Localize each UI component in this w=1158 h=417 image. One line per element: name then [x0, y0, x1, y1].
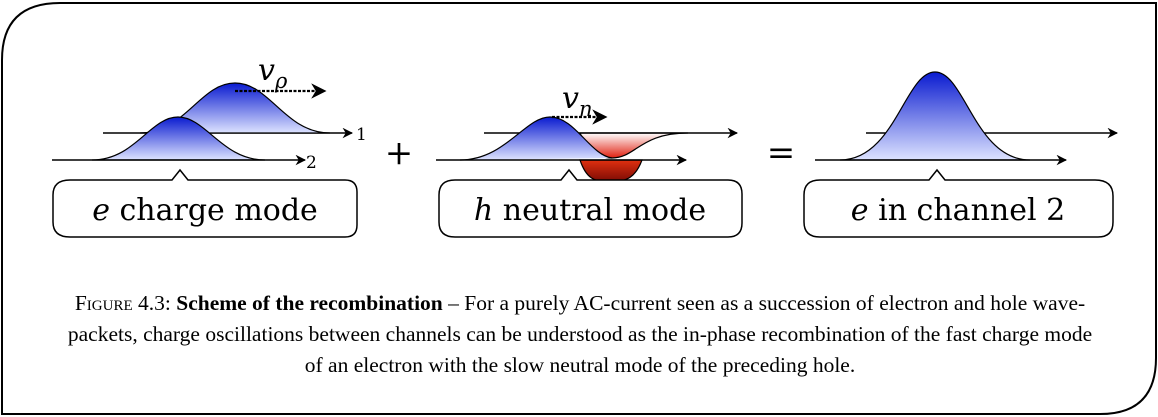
neutral-mode-label-box — [438, 168, 743, 238]
result-electron-packet — [839, 71, 1031, 161]
caption-text: For a purely AC-current seen as a succes… — [67, 291, 1093, 377]
charge-velocity-label: vρ — [258, 53, 288, 93]
caption-label: Figure 4.3: — [74, 291, 171, 315]
charge-mode-panel: 1 2 vρ e charge mode — [52, 53, 367, 238]
equals-operator: = — [767, 133, 796, 173]
channel-1-label: 1 — [356, 125, 367, 145]
hole-packet-channel-2 — [579, 159, 643, 183]
result-panel: e in channel 2 — [803, 71, 1119, 238]
figure-caption: Figure 4.3: Scheme of the recombination … — [60, 288, 1100, 381]
charge-mode-label: e charge mode — [92, 193, 318, 228]
neutral-mode-panel: vn h neutral mode — [436, 81, 743, 238]
result-label-box — [803, 168, 1114, 238]
charge-mode-label-box — [52, 168, 358, 238]
neutral-mode-label: h neutral mode — [474, 193, 706, 228]
caption-title: Scheme of the recombination — [176, 291, 443, 315]
caption-separator: – — [448, 291, 459, 315]
electron-packet — [459, 116, 613, 161]
neutral-velocity-label: vn — [562, 81, 592, 121]
plus-operator: + — [385, 133, 414, 173]
channel-2-label: 2 — [306, 153, 317, 173]
charge-packet-channel-2 — [91, 116, 266, 161]
result-label: e in channel 2 — [851, 193, 1065, 228]
